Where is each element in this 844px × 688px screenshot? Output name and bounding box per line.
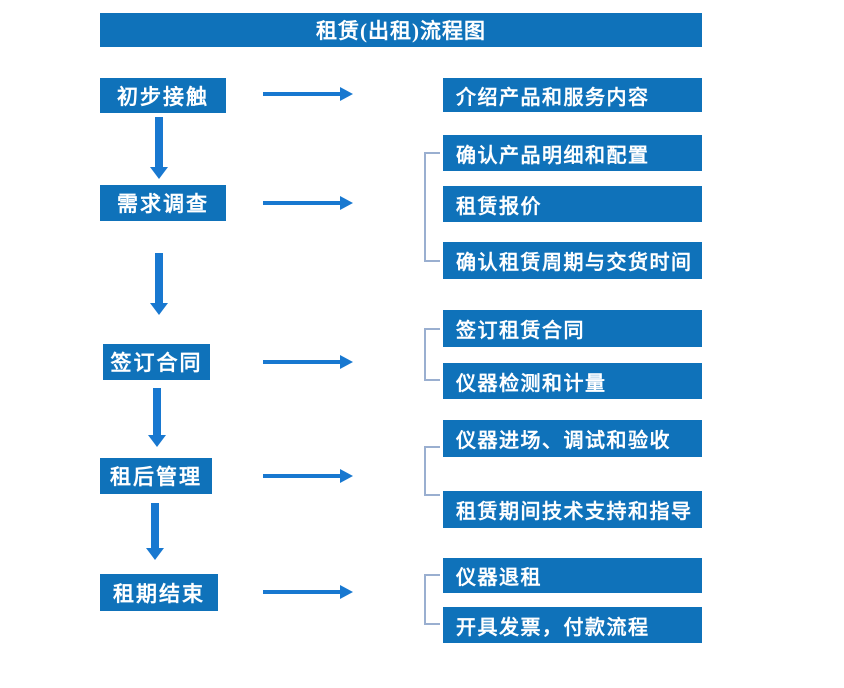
detail-box-instrument-setup-acceptance: 仪器进场、调试和验收	[443, 420, 702, 457]
detail-box-instrument-return: 仪器退租	[443, 558, 702, 593]
bracket-connector	[424, 446, 440, 496]
step-box-post-rental-management: 租后管理	[100, 458, 212, 494]
arrow-right-icon	[263, 87, 353, 101]
step-box-initial-contact: 初步接触	[100, 78, 226, 113]
detail-box-sign-rental-contract: 签订租赁合同	[443, 310, 702, 347]
arrow-down-icon	[150, 253, 168, 315]
detail-box-confirm-product-config: 确认产品明细和配置	[443, 135, 702, 171]
arrow-down-icon	[150, 117, 168, 179]
arrow-right-icon	[263, 355, 353, 369]
step-box-sign-contract: 签订合同	[103, 344, 210, 380]
detail-box-rental-quotation: 租赁报价	[443, 186, 702, 222]
bracket-connector	[424, 574, 440, 625]
detail-box-confirm-period-delivery: 确认租赁周期与交货时间	[443, 242, 702, 279]
arrow-right-icon	[263, 469, 353, 483]
step-box-demand-survey: 需求调查	[100, 185, 226, 221]
arrow-right-icon	[263, 585, 353, 599]
arrow-right-icon	[263, 196, 353, 210]
detail-box-tech-support: 租赁期间技术支持和指导	[443, 491, 702, 528]
step-box-rental-end: 租期结束	[100, 574, 218, 611]
detail-box-instrument-testing: 仪器检测和计量	[443, 363, 702, 399]
bracket-connector	[424, 152, 440, 262]
detail-box-invoice-payment: 开具发票，付款流程	[443, 607, 702, 643]
arrow-down-icon	[148, 388, 166, 447]
bracket-connector	[424, 328, 440, 381]
flowchart-title: 租赁(出租)流程图	[100, 13, 702, 47]
detail-box-introduce-products: 介绍产品和服务内容	[443, 78, 702, 112]
arrow-down-icon	[146, 503, 164, 560]
